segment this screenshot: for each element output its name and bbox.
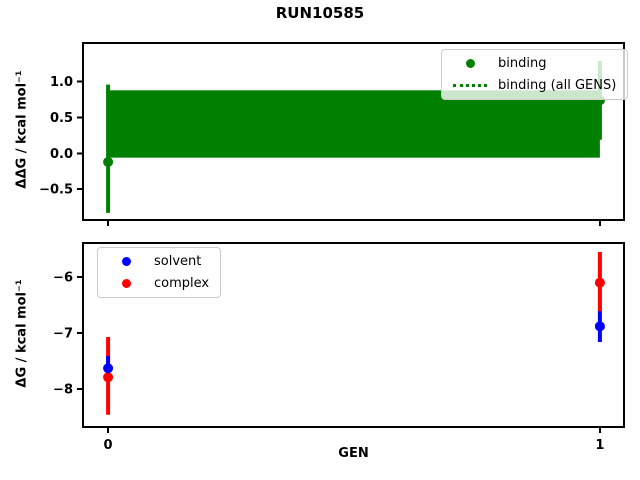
swatch-wrap [109, 257, 143, 266]
y-tick-label: −8 [53, 382, 73, 397]
y-tick-label: 0.5 [50, 111, 73, 126]
legend-label-binding: binding [498, 56, 547, 71]
solvent-point [594, 321, 605, 332]
y-tick-label: −0.5 [39, 183, 73, 198]
complex-point [103, 372, 114, 383]
legend-item-binding-all-gens: binding (all GENS) [450, 77, 619, 94]
x-tick-label: 0 [104, 438, 113, 453]
legend-item-binding: binding [450, 55, 619, 72]
complex-marker-icon [121, 279, 131, 288]
legend-item-solvent: solvent [106, 253, 212, 270]
legend-label-binding-all-gens: binding (all GENS) [498, 78, 617, 93]
legend-label-solvent: solvent [154, 254, 202, 269]
figure-title: RUN10585 [275, 4, 365, 22]
swatch-wrap [453, 59, 487, 68]
swatch-wrap [453, 84, 487, 87]
y-axis-label-ddg: ΔΔG / kcal mol⁻¹ [14, 70, 30, 189]
complex-point [594, 277, 605, 288]
binding-point [103, 156, 114, 167]
y-tick-label: −7 [53, 327, 73, 342]
solvent-marker-icon [121, 257, 131, 266]
dotted-line-icon [453, 84, 487, 87]
y-axis-label-dg: ΔG / kcal mol⁻¹ [14, 279, 30, 388]
axes-spines [82, 42, 625, 221]
legend-solvent-complex: solvent complex [97, 247, 222, 298]
y-tick-label: 1.0 [50, 75, 73, 90]
solvent-point [103, 363, 114, 374]
legend-label-complex: complex [154, 276, 210, 291]
x-tick-label: 1 [595, 438, 604, 453]
swatch-wrap [109, 279, 143, 288]
legend-binding: binding binding (all GENS) [441, 49, 629, 100]
x-axis-label-gen: GEN [338, 446, 369, 461]
binding-marker-icon [465, 59, 475, 68]
axes-spines [82, 242, 625, 428]
y-tick-label: 0.0 [50, 147, 73, 162]
legend-item-complex: complex [106, 275, 212, 292]
y-tick-label: −6 [53, 271, 73, 286]
